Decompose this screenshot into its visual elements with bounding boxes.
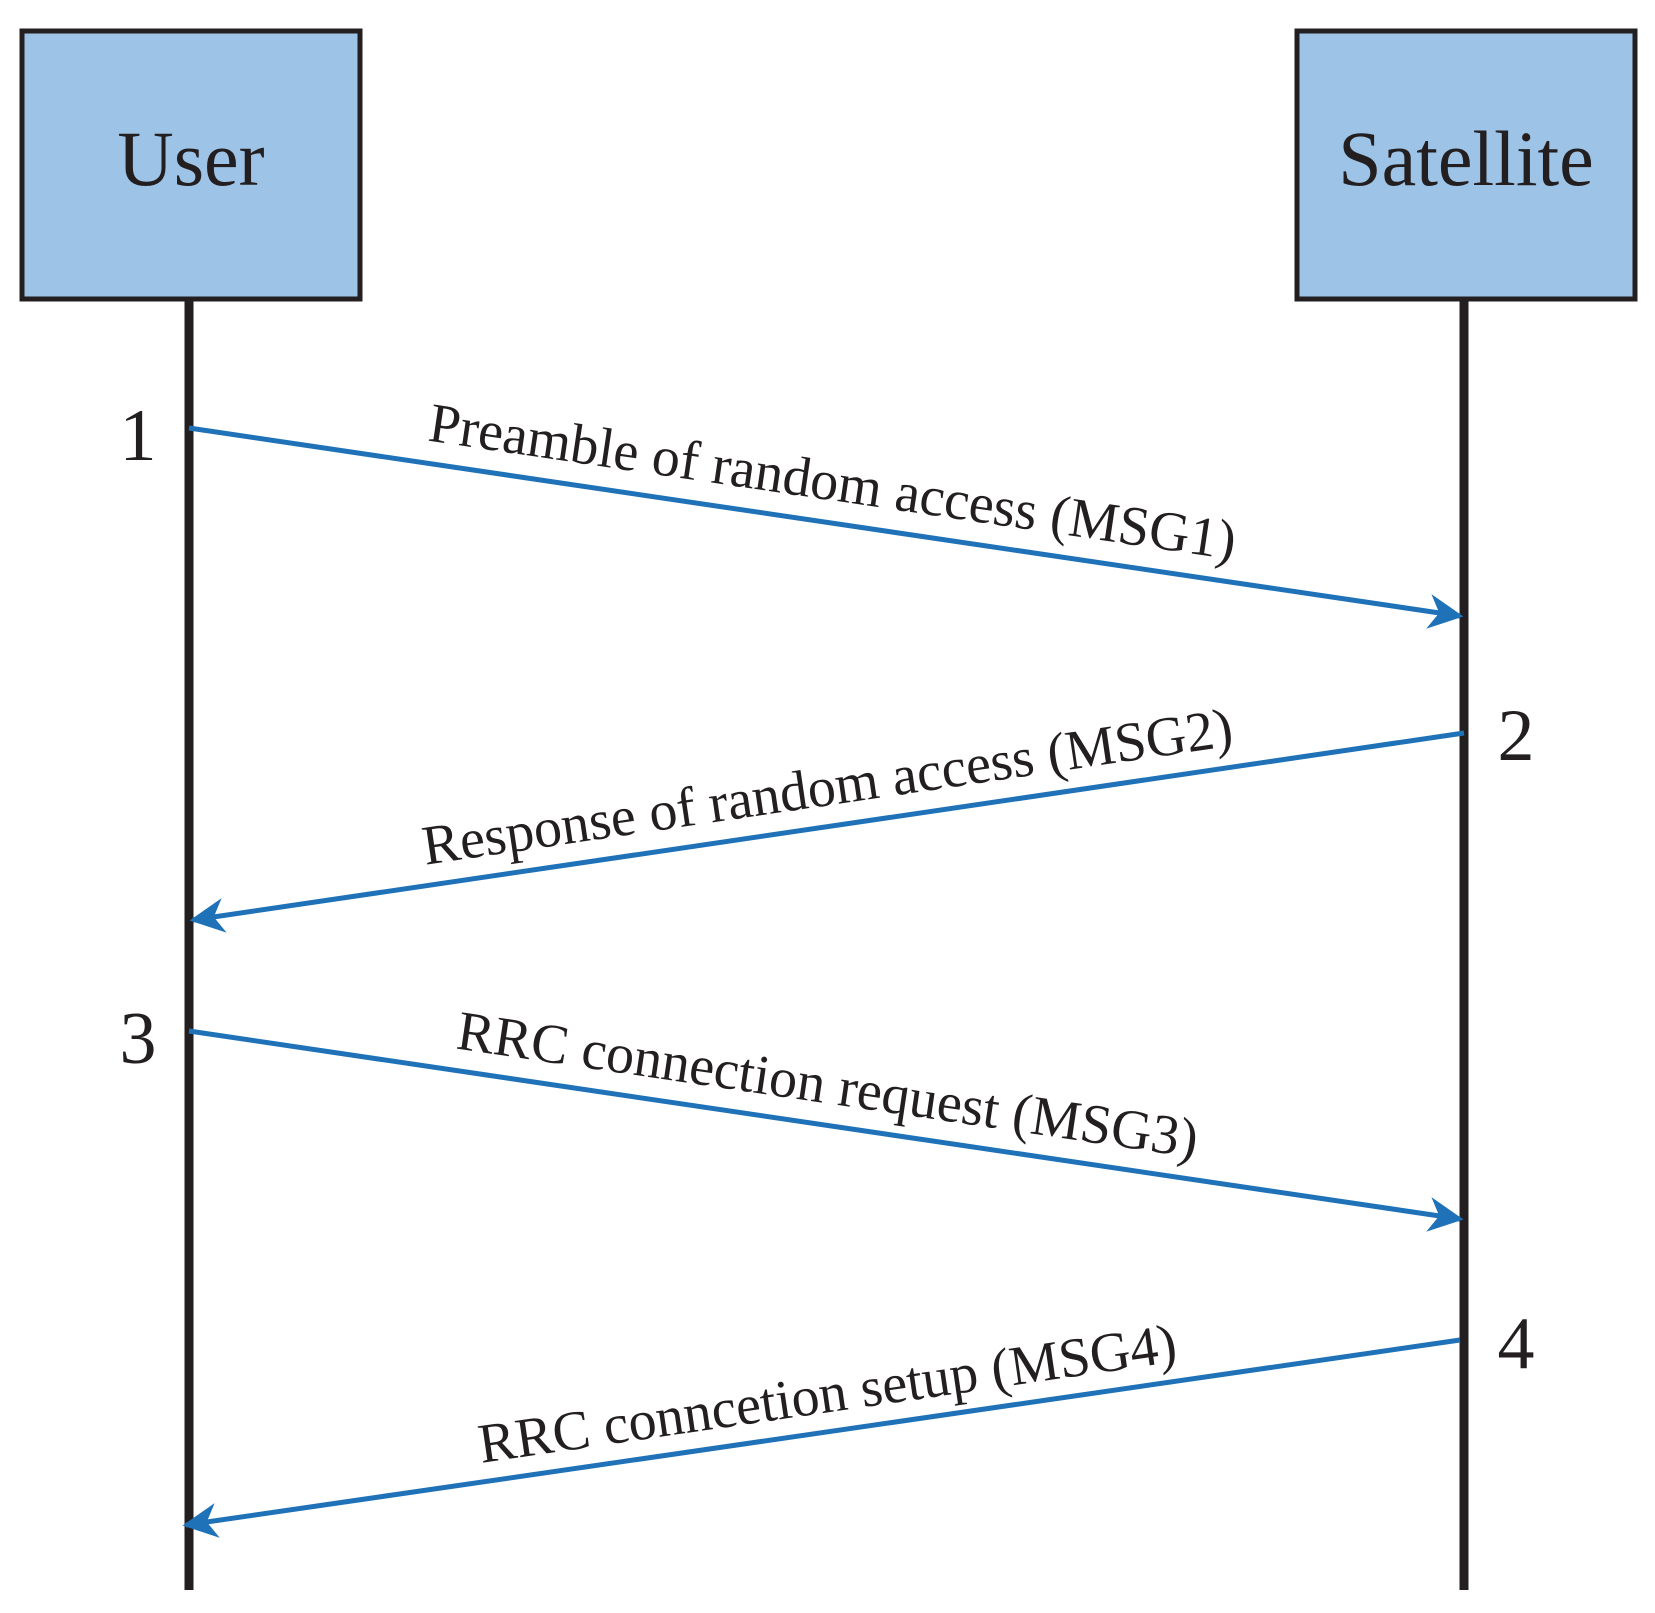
step-number-4: 4 bbox=[1498, 1303, 1535, 1385]
message-2-arrow bbox=[189, 730, 1465, 933]
message-2-label: Response of random access (MSG2) bbox=[418, 697, 1236, 878]
message-1-arrow bbox=[188, 425, 1464, 629]
user-box-rect bbox=[19, 28, 363, 302]
user-actor-label: User bbox=[117, 115, 264, 202]
step-number-3: 3 bbox=[120, 998, 157, 1080]
step-number-1: 1 bbox=[120, 395, 157, 477]
message-3-arrow bbox=[188, 1028, 1464, 1232]
message-3: 3 RRC connection request (MSG3) bbox=[120, 998, 1464, 1232]
satellite-box-rect bbox=[1294, 28, 1638, 302]
message-1: 1 Preamble of random access (MSG1) bbox=[120, 392, 1464, 629]
satellite-actor-box: Satellite bbox=[1294, 28, 1638, 302]
step-number-2: 2 bbox=[1498, 695, 1535, 777]
message-4-arrow bbox=[182, 1337, 1461, 1538]
message-2: 2 Response of random access (MSG2) bbox=[189, 695, 1535, 933]
satellite-actor-label: Satellite bbox=[1338, 115, 1594, 202]
user-actor-box: User bbox=[19, 28, 363, 302]
message-4: 4 RRC conncetion setup (MSG4) bbox=[182, 1303, 1535, 1538]
